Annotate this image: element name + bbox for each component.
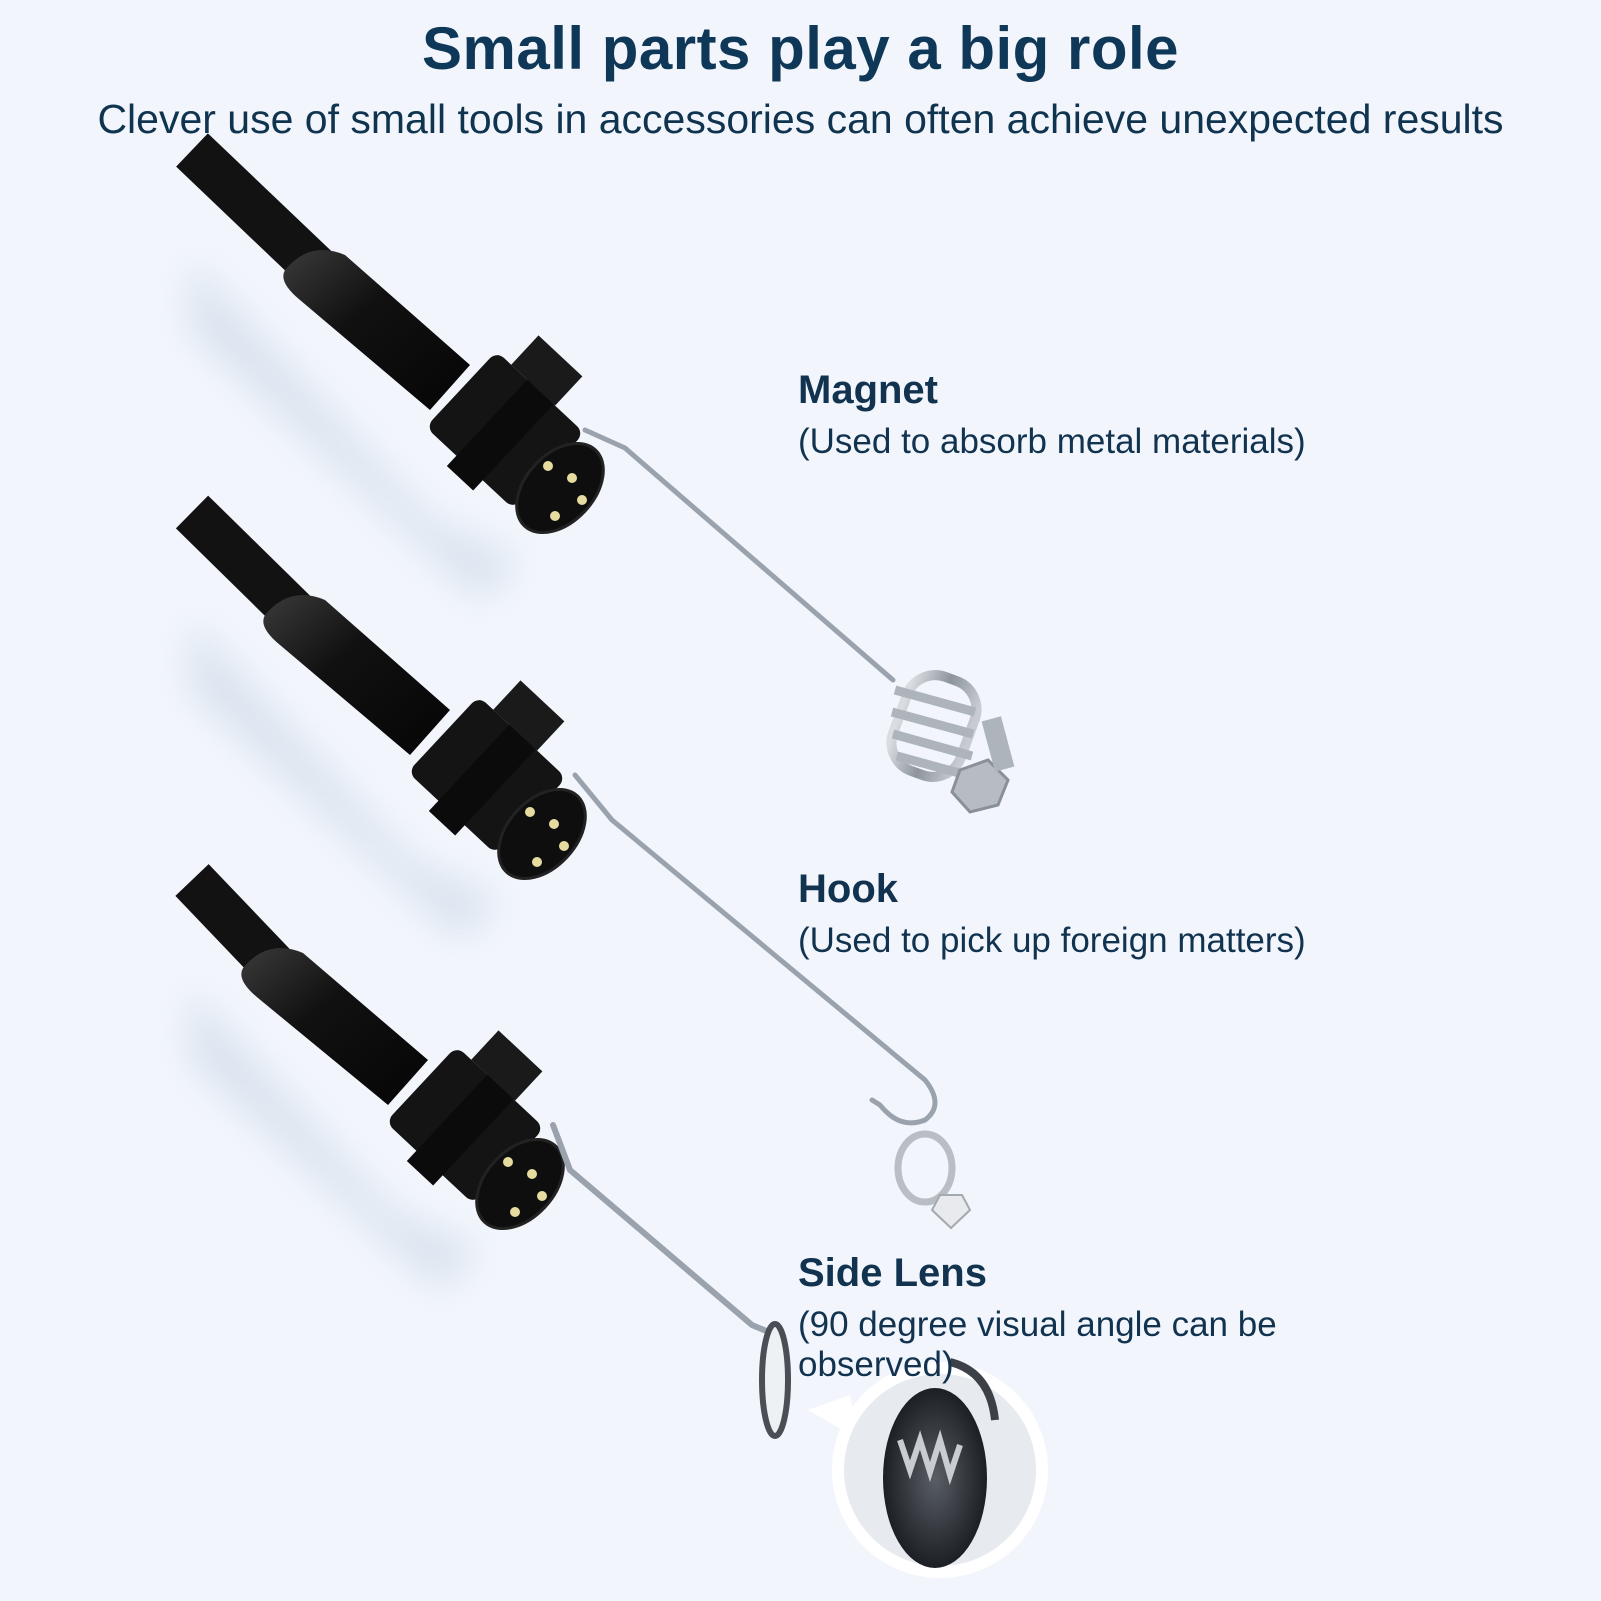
accessory-side-lens: Side Lens (90 degree visual angle can be… [798, 1251, 1358, 1385]
page-subtitle: Clever use of small tools in accessories… [97, 96, 1504, 142]
accessory-title: Magnet [798, 368, 938, 412]
accessory-magnet: Magnet (Used to absorb metal materials) [798, 368, 1418, 462]
side-mirror-icon [759, 1321, 791, 1439]
accessory-title: Side Lens [798, 1251, 987, 1295]
accessory-description: (90 degree visual angle can be observed) [798, 1305, 1277, 1384]
hook-with-ring-icon [894, 1130, 972, 1230]
probe-hook [175, 495, 972, 1230]
accessory-title: Hook [798, 867, 898, 911]
accessory-description: (Used to absorb metal materials) [798, 422, 1306, 461]
page-title: Small parts play a big role [421, 15, 1180, 82]
magnet-coil-icon [886, 670, 1015, 814]
probe-magnet [176, 133, 1015, 814]
accessory-hook: Hook (Used to pick up foreign matters) [798, 867, 1418, 961]
side-lens-view-bubble [808, 1358, 1048, 1578]
accessory-description: (Used to pick up foreign matters) [798, 921, 1306, 960]
probe-side-lens [175, 864, 1048, 1578]
